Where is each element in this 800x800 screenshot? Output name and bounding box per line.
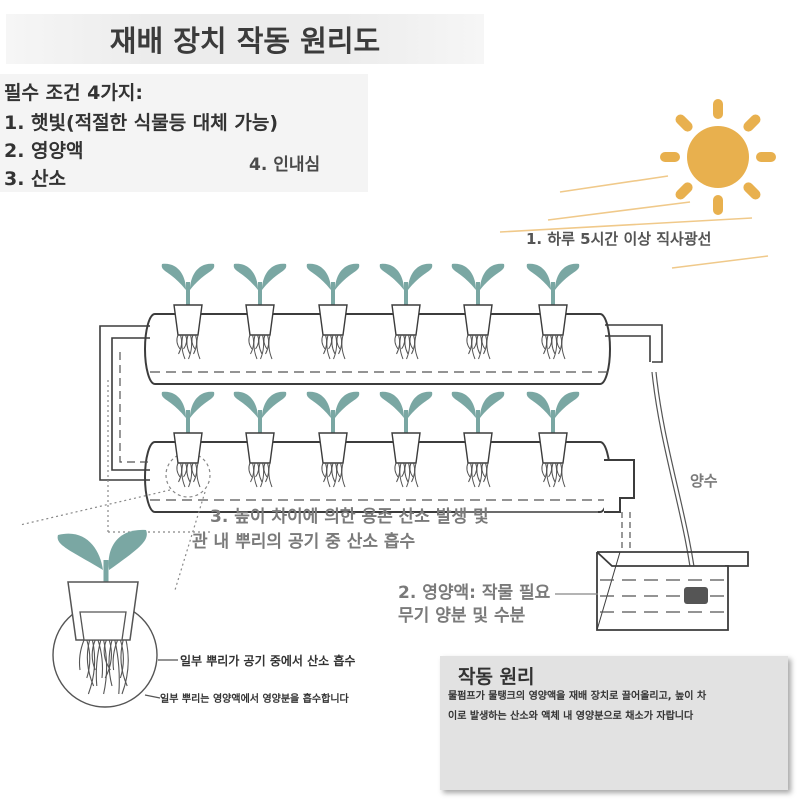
condition-sunlight: 1. 햇빛(적절한 식물등 대체 가능)	[4, 112, 279, 134]
root-air-note: 일부 뿌리가 공기 중에서 산소 흡수	[180, 654, 356, 668]
plant-icon	[451, 263, 505, 360]
plant-icon	[306, 391, 360, 488]
principle-line1: 물펌프가 물탱크의 영양액을 재배 장치로 끌어올리고, 높이 차	[448, 691, 707, 702]
oxygen-label-line2: 관 내 뿌리의 공기 중 산소 흡수	[192, 532, 416, 552]
oxygen-label-line1: 3. 높이 차이에 의한 용존 산소 발생 및	[210, 507, 489, 527]
principle-line2: 이로 발생하는 산소와 액체 내 영양분으로 채소가 자랍니다	[448, 711, 694, 722]
sunlight-rays	[499, 175, 769, 269]
root-closeup	[52, 529, 158, 708]
condition-patience: 4. 인내심	[249, 155, 321, 175]
nutrient-label-line1: 2. 영양액: 작물 필요	[398, 583, 551, 603]
plant-icon	[161, 263, 215, 360]
principle-heading: 작동 원리	[458, 666, 535, 688]
conditions-heading: 필수 조건 4가지:	[4, 82, 143, 104]
root-liquid-note: 일부 뿌리는 영양액에서 영양분을 흡수합니다	[160, 694, 349, 705]
plant-icon	[379, 263, 433, 360]
pump-label: 양수	[690, 472, 718, 490]
condition-nutrient: 2. 영양액	[4, 140, 84, 162]
plant-icon	[451, 391, 505, 488]
plant-icon	[526, 263, 580, 360]
upper-pipe	[144, 313, 611, 385]
plant-icon	[526, 391, 580, 488]
water-pump-icon	[684, 587, 708, 604]
pointer-lines	[19, 380, 598, 699]
water-tank	[596, 551, 749, 631]
plant-icon	[161, 391, 215, 488]
condition-oxygen: 3. 산소	[4, 168, 67, 190]
plant-icon	[379, 391, 433, 488]
return-pipe	[99, 325, 150, 481]
plant-icon	[233, 263, 287, 360]
conditions-panel	[0, 74, 368, 192]
plant-icon	[306, 263, 360, 360]
page-title: 재배 장치 작동 원리도	[109, 24, 381, 58]
inlet-pipe	[605, 324, 698, 591]
title-band	[6, 14, 484, 64]
sunlight-label: 1. 하루 5시간 이상 직사광선	[526, 230, 712, 248]
nutrient-label-line2: 무기 양분 및 수분	[398, 606, 526, 626]
principle-box	[440, 656, 788, 790]
plant-icon	[233, 391, 287, 488]
sun-icon	[660, 99, 776, 215]
